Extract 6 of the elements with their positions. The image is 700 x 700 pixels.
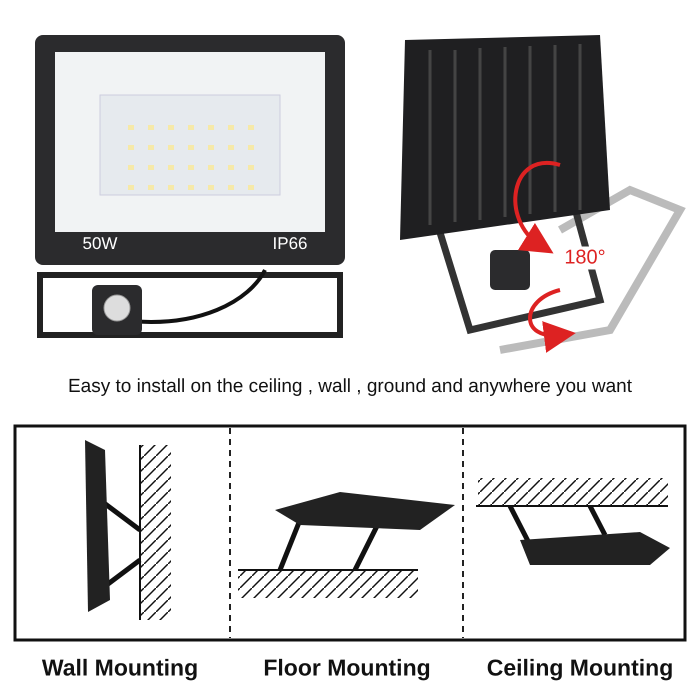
wattage-label: 50W: [82, 234, 118, 254]
mounting-label: Wall Mounting: [42, 654, 198, 682]
mounting-label: Ceiling Mounting: [486, 654, 674, 682]
install-note: Easy to install on the ceiling , wall , ground and anywhere you want: [68, 376, 632, 398]
ip-rating-label: IP66: [272, 234, 308, 254]
mounting-label: Floor Mounting: [263, 654, 431, 682]
